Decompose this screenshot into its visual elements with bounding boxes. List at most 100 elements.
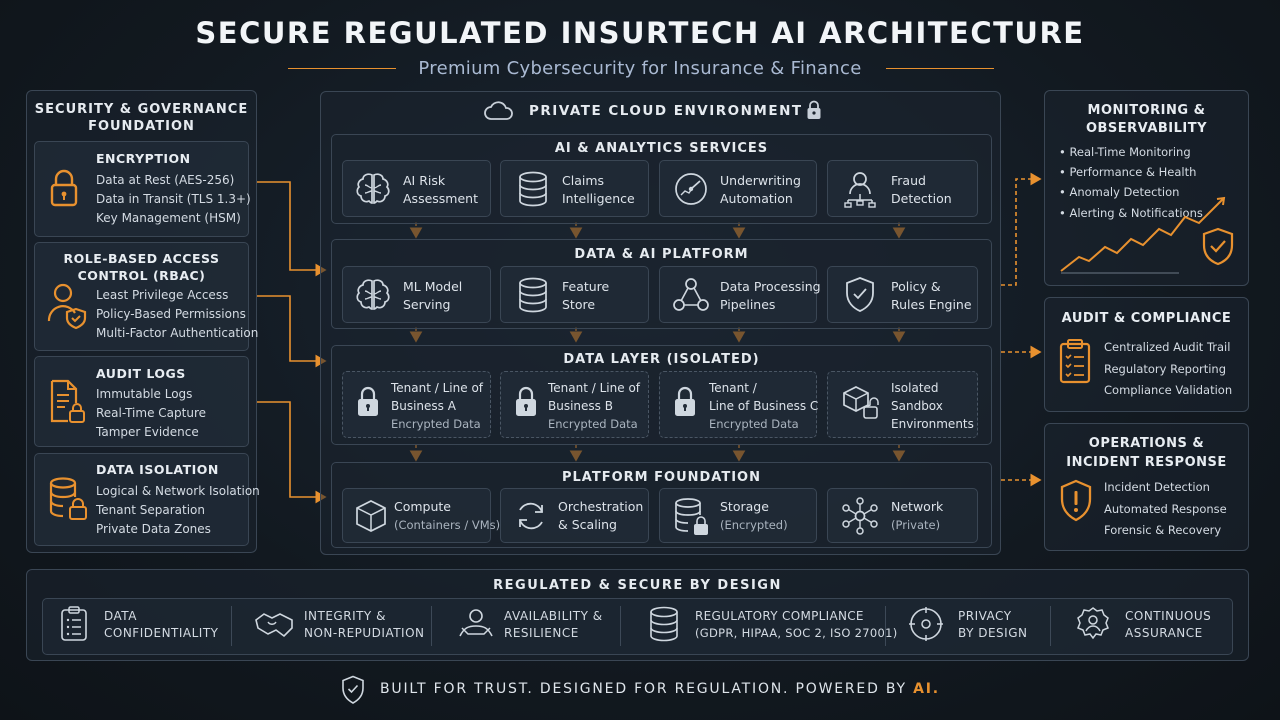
operations-title: OPERATIONS & INCIDENT RESPONSE [1045,434,1248,472]
svc-storage-label: Storage(Encrypted) [720,499,788,532]
principles-strip [42,598,1233,655]
clipboard-icon [1059,339,1091,384]
left-header-line2: FOUNDATION [88,119,195,134]
service-compute[interactable]: Compute(Containers / VMs) [342,488,500,543]
rbac-title: ROLE-BASED ACCESS CONTROL (RBAC) [35,250,248,284]
divider-3 [620,606,621,646]
principle-2-label: INTEGRITY &NON-REPUDIATION [304,609,425,640]
clipboard-list-icon [61,606,87,641]
operations-title-line1: OPERATIONS & [1088,436,1205,451]
principle-availability: AVAILABILITY &RESILIENCE [458,602,618,650]
monitoring-title-line1: MONITORING & [1087,103,1206,118]
monitoring-title-line2: OBSERVABILITY [1085,121,1208,136]
principle-4-label: REGULATORY COMPLIANCE(GDPR, HIPAA, SOC 2… [695,609,898,640]
audit-compliance-title: AUDIT & COMPLIANCE [1061,311,1232,326]
operations-title-line2: INCIDENT RESPONSE [1066,455,1227,470]
page-subtitle: Premium Cybersecurity for Insurance & Fi… [418,58,862,79]
data-isolation-title: DATA ISOLATION [96,462,219,477]
private-cloud-header: PRIVATE CLOUD ENVIRONMENT [529,103,803,119]
data-isolation-card: DATA ISOLATION Logical & Network Isolati… [34,453,260,546]
shield-check-icon [846,277,874,312]
monitoring-item-1: • Real-Time Monitoring [1059,145,1191,159]
audit-logs-item-2: Real-Time Capture [96,406,206,420]
monitoring-panel: MONITORING & OBSERVABILITY • Real-Time M… [1044,90,1249,286]
encryption-item-2: Data in Transit (TLS 1.3+) [96,192,251,206]
audit-compliance-panel: AUDIT & COMPLIANCE Centralized Audit Tra… [1044,297,1249,412]
shield-alert-icon [1060,479,1092,522]
refresh-icon [519,502,543,530]
user-badge-icon [1077,607,1109,640]
footer-text: BUILT FOR TRUST. DESIGNED FOR REGULATION… [380,681,914,697]
chart-shield-icon [1060,196,1234,274]
document-lock-icon [50,379,85,423]
handshake-icon [255,613,293,638]
audit-logs-item-1: Immutable Logs [96,387,193,401]
rbac-title-line1: ROLE-BASED ACCESS [63,251,220,266]
footer-highlight: AI. [913,681,940,697]
encryption-title: ENCRYPTION [96,151,191,166]
rbac-item-3: Multi-Factor Authentication [96,326,259,340]
audit-logs-item-3: Tamper Evidence [96,425,199,439]
service-policy-rules[interactable]: Policy &Rules Engine [827,266,978,323]
data-isolation-item-1: Logical & Network Isolation [96,484,260,498]
operations-incident-panel: OPERATIONS & INCIDENT RESPONSE Incident … [1044,423,1249,551]
data-layer-title: DATA LAYER (ISOLATED) [563,352,760,367]
user-network-icon [844,172,876,208]
divider-1 [231,606,232,646]
regulated-secure-header: REGULATED & SECURE BY DESIGN [493,578,782,593]
rbac-title-line2: CONTROL (RBAC) [77,268,206,283]
padlock-icon [675,386,695,416]
footer-shield-icon [342,675,364,704]
operations-item-3: Forensic & Recovery [1104,523,1222,537]
cube-icon [356,500,386,532]
cloud-icon [484,101,513,120]
principle-integrity: INTEGRITY &NON-REPUDIATION [254,602,429,650]
network-icon [842,497,878,535]
nodes-icon [673,278,709,311]
database-icon [519,277,547,313]
audit-logs-card: AUDIT LOGS Immutable Logs Real-Time Capt… [34,356,249,447]
cubes-icon [843,386,879,419]
service-storage[interactable]: Storage(Encrypted) [659,488,817,543]
svc-policy-label: Policy &Rules Engine [891,279,972,312]
divider-5 [1050,606,1051,646]
ai-analytics-title: AI & ANALYTICS SERVICES [554,141,769,156]
service-network[interactable]: Network(Private) [827,488,978,543]
divider-2 [431,606,432,646]
subtitle-line-left [288,68,396,69]
monitoring-item-4: • Alerting & Notifications [1059,206,1203,220]
padlock-icon [516,386,536,416]
gauge-icon [675,173,707,205]
principle-3-label: AVAILABILITY &RESILIENCE [504,609,603,640]
audit-compliance-item-2: Regulatory Reporting [1104,362,1227,376]
monitoring-item-3: • Anomaly Detection [1059,185,1180,199]
principle-regulatory: REGULATORY COMPLIANCE(GDPR, HIPAA, SOC 2… [648,602,897,650]
data-isolation-item-3: Private Data Zones [96,522,211,536]
rbac-card: ROLE-BASED ACCESS CONTROL (RBAC) Least P… [34,242,258,351]
operations-item-1: Incident Detection [1104,480,1210,494]
operations-item-2: Automated Response [1104,502,1227,516]
service-orchestration[interactable]: Orchestration& Scaling [500,488,649,543]
